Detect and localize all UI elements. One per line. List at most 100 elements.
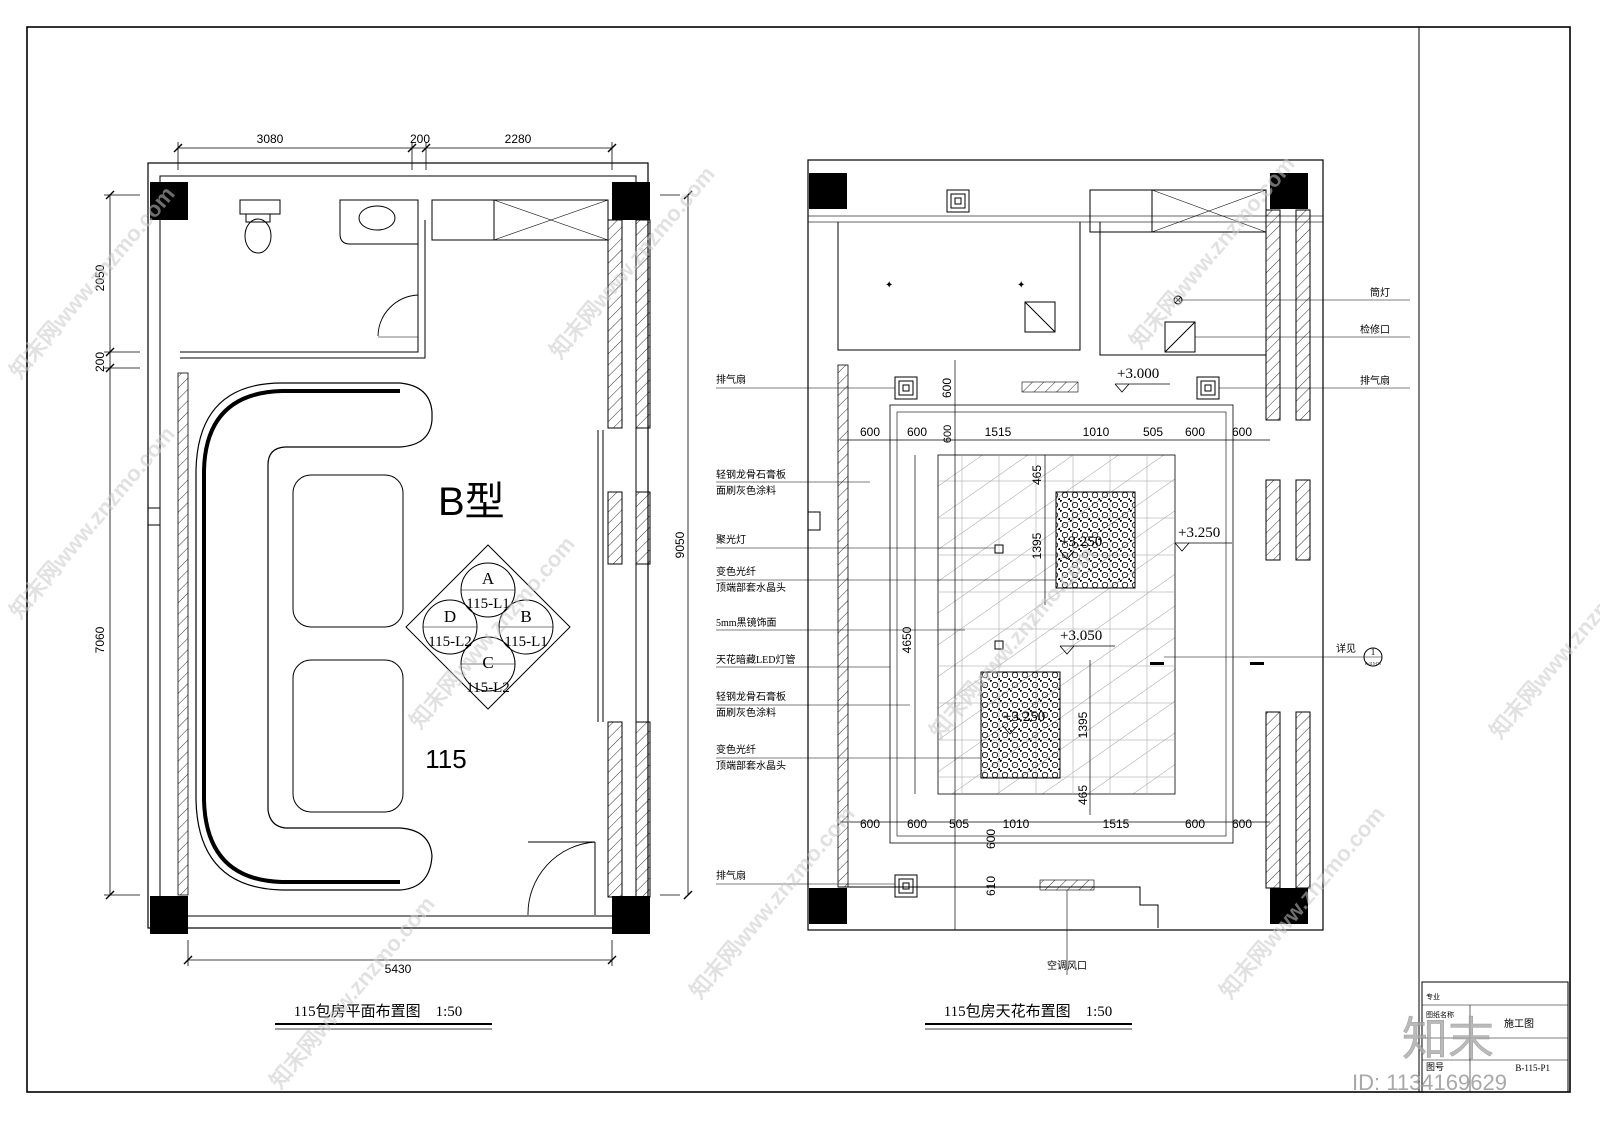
c-dim-v-3: 465 bbox=[1030, 465, 1044, 485]
elev-4: +3.050 bbox=[1060, 628, 1102, 644]
dim-right: 9050 bbox=[673, 531, 687, 558]
label-gypsum-1a: 轻钢龙骨石膏板 bbox=[716, 468, 786, 481]
c-dim-bot-6: 600 bbox=[1185, 817, 1205, 831]
elev-5: +3.250 bbox=[1003, 709, 1045, 725]
c-dim-top-5: 505 bbox=[1143, 425, 1163, 439]
label-led: 天花暗藏LED灯管 bbox=[716, 653, 795, 666]
c-dim-top-7: 600 bbox=[1232, 425, 1252, 439]
label-fiber-1b: 顶端部套水晶头 bbox=[716, 581, 786, 594]
c-dim-top-4: 1010 bbox=[1083, 425, 1110, 439]
elev-1: +3.000 bbox=[1117, 366, 1159, 382]
coffee-table bbox=[292, 659, 404, 813]
label-gypsum-2a: 轻钢龙骨石膏板 bbox=[716, 690, 786, 703]
elevation-index bbox=[405, 544, 571, 710]
index-letter-a: A bbox=[482, 569, 495, 588]
coffee-table bbox=[292, 474, 404, 628]
tb-field-no: 图号 bbox=[1426, 1062, 1444, 1072]
index-letter-c: C bbox=[482, 653, 493, 672]
plan-title: 115包房平面布置图 1:50 bbox=[294, 1003, 463, 1020]
exhaust-fan-icon bbox=[894, 189, 1220, 898]
column bbox=[612, 182, 650, 220]
index-ref-b: 115-L1 bbox=[504, 634, 548, 650]
label-detail: 详见 bbox=[1336, 642, 1356, 655]
c-dim-v-5: 4650 bbox=[900, 626, 914, 653]
tb-drawing-name: 施工图 bbox=[1504, 1017, 1534, 1030]
detail-ref-number: 1 bbox=[1371, 647, 1376, 657]
c-dim-top-3: 1515 bbox=[985, 425, 1012, 439]
basin-icon bbox=[339, 199, 419, 245]
ceiling-plan: ✦✦ bbox=[716, 159, 1410, 1030]
c-dim-bot-7: 600 bbox=[1232, 817, 1252, 831]
title-block: 专业 图纸名称 施工图 图号 B-115-P1 bbox=[1421, 981, 1569, 1093]
type-label: B型 bbox=[438, 480, 505, 524]
sheet-border bbox=[26, 26, 1571, 1093]
c-dim-bot-3: 505 bbox=[949, 817, 969, 831]
dim-left-1: 2050 bbox=[93, 264, 107, 291]
sofa bbox=[195, 382, 433, 891]
svg-text:✦: ✦ bbox=[885, 280, 893, 291]
label-downlight: 筒灯 bbox=[1370, 286, 1390, 299]
c-dim-top-6: 600 bbox=[1185, 425, 1205, 439]
watermark-id: ID: 1134169629 bbox=[1352, 1070, 1507, 1095]
dim-top-2: 200 bbox=[410, 132, 430, 146]
toilet-icon bbox=[239, 199, 281, 215]
fiber-optic-zone bbox=[980, 671, 1061, 779]
label-gypsum-2b: 面刷灰色涂料 bbox=[716, 706, 776, 719]
c-dim-top-1: 600 bbox=[860, 425, 880, 439]
c-dim-bot-1: 600 bbox=[860, 817, 880, 831]
spotlight-icon bbox=[994, 640, 1004, 650]
access-hatch-icon bbox=[1024, 301, 1056, 333]
watermark-text: 知末网www.znzmo.com bbox=[1485, 541, 1600, 743]
index-ref-d: 115-L2 bbox=[428, 634, 472, 650]
room-number: 115 bbox=[425, 744, 466, 774]
c-dim-v-6: 1395 bbox=[1076, 711, 1090, 738]
c-dim-v-1: 600 bbox=[940, 378, 954, 398]
label-mirror: 5mm黑镜饰面 bbox=[716, 616, 777, 629]
watermark-text: 知末网www.znzmo.com bbox=[5, 421, 180, 623]
dim-top-3: 2280 bbox=[505, 132, 532, 146]
dim-left-2: 200 bbox=[93, 352, 107, 372]
c-dim-top-2: 600 bbox=[907, 425, 927, 439]
watermark-layer: 知末网www.znzmo.com 知末网www.znzmo.com 知末网www… bbox=[5, 151, 1600, 1095]
elev-3: +3.250 bbox=[1060, 534, 1102, 550]
dim-bottom: 5430 bbox=[385, 962, 412, 976]
index-letter-b: B bbox=[520, 607, 531, 626]
label-exhaust-3: 排气扇 bbox=[1360, 374, 1390, 387]
floor-plan: 3080 200 2280 2050 200 7060 9050 5430 B型… bbox=[93, 132, 693, 1030]
svg-text:✦: ✦ bbox=[1017, 280, 1025, 291]
label-aircon: 空调风口 bbox=[1047, 959, 1087, 972]
tb-drawing-no: B-115-P1 bbox=[1515, 1063, 1550, 1073]
column bbox=[150, 896, 188, 934]
c-dim-bot-2: 600 bbox=[907, 817, 927, 831]
index-ref-a: 115-L1 bbox=[466, 596, 510, 612]
c-dim-bot-5: 1515 bbox=[1103, 817, 1130, 831]
c-dim-v-9: 610 bbox=[984, 876, 998, 896]
elev-2: +3.250 bbox=[1178, 525, 1220, 541]
detail-ref-sheet: B-115-D1 bbox=[1365, 661, 1381, 666]
c-dim-v-7: 465 bbox=[1076, 785, 1090, 805]
column bbox=[612, 896, 650, 934]
c-dim-v-8: 600 bbox=[984, 829, 998, 849]
label-exhaust-2: 排气扇 bbox=[716, 869, 746, 882]
c-dim-v-4: 1395 bbox=[1030, 532, 1044, 559]
index-ref-c: 115-L2 bbox=[466, 680, 510, 696]
label-gypsum-1b: 面刷灰色涂料 bbox=[716, 484, 776, 497]
dim-top-1: 3080 bbox=[257, 132, 284, 146]
index-letter-d: D bbox=[444, 607, 456, 626]
label-fiber-1a: 变色光纤 bbox=[716, 565, 756, 578]
label-fiber-2b: 顶端部套水晶头 bbox=[716, 759, 786, 772]
tb-field-major: 专业 bbox=[1426, 992, 1440, 1001]
spotlight-icon bbox=[994, 544, 1004, 554]
watermark-text: 知末网www.znzmo.com bbox=[405, 531, 580, 733]
tb-field-name: 图纸名称 bbox=[1426, 1010, 1454, 1019]
watermark-text: 知末网www.znzmo.com bbox=[265, 891, 440, 1093]
watermark-logo: 知末 bbox=[1402, 1013, 1494, 1065]
label-exhaust-1: 排气扇 bbox=[716, 373, 746, 386]
c-dim-v-2: 600 bbox=[942, 425, 954, 443]
label-fiber-2a: 变色光纤 bbox=[716, 743, 756, 756]
label-spotlight: 聚光灯 bbox=[716, 533, 746, 546]
label-access-hatch: 检修口 bbox=[1360, 323, 1390, 336]
ceiling-title: 115包房天花布置图 1:50 bbox=[944, 1003, 1113, 1020]
